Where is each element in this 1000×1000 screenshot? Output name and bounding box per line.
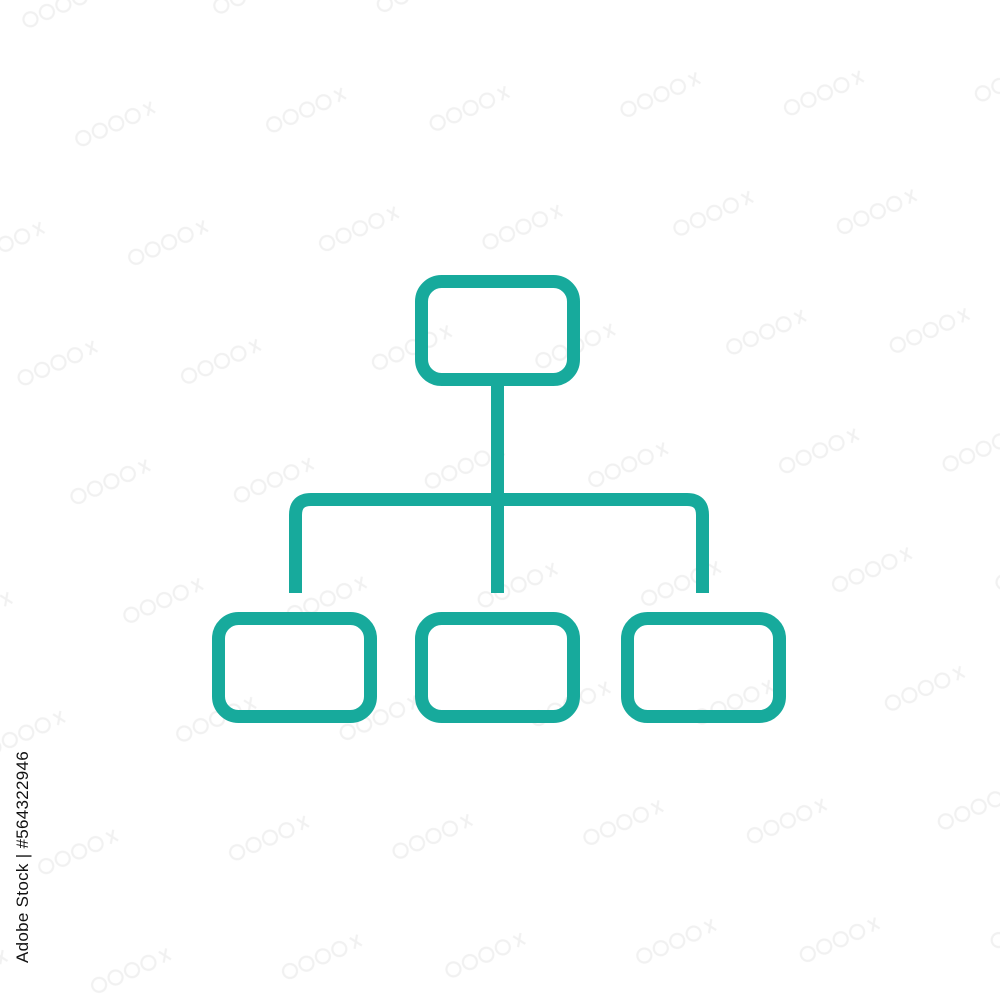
child-node-box-right — [621, 612, 786, 723]
side-caption: Adobe Stock | #564322946 — [10, 751, 36, 963]
side-caption-text: Adobe Stock | #564322946 — [13, 750, 32, 964]
branch-connector — [289, 493, 709, 593]
child-node-box-center — [415, 612, 580, 723]
top-node-box — [415, 275, 580, 386]
child-node-box-left — [212, 612, 377, 723]
